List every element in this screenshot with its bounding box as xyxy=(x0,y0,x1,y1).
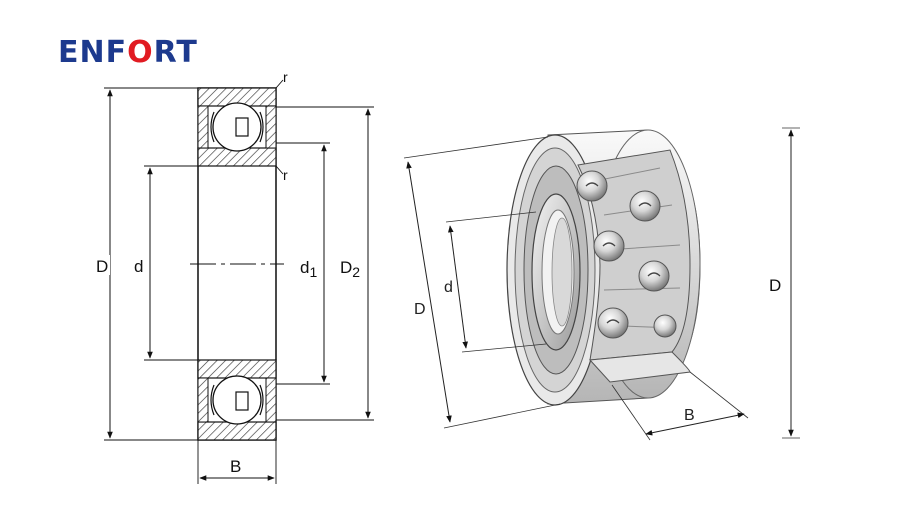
label-D-3d-left: D xyxy=(414,301,426,318)
label-d-bore: d xyxy=(134,257,143,276)
label-d-outer-mask xyxy=(96,255,110,275)
label-r-top: r xyxy=(283,69,288,85)
angular-contact-bearing-3d-icon xyxy=(403,127,800,441)
label-B-3d: B xyxy=(684,407,695,424)
label-D2: D2 xyxy=(340,258,360,280)
bearing-cross-section-icon xyxy=(104,79,374,484)
label-B-width: B xyxy=(230,457,241,476)
label-d-3d: d xyxy=(444,279,453,296)
label-D-outer: D xyxy=(96,257,108,276)
label-d1: d1 xyxy=(300,258,317,280)
label-D-3d-right: D xyxy=(769,276,781,295)
label-D-right-mask xyxy=(766,274,788,296)
brand-logo: ENFORT xyxy=(58,35,198,70)
label-r-mid: r xyxy=(283,167,288,183)
